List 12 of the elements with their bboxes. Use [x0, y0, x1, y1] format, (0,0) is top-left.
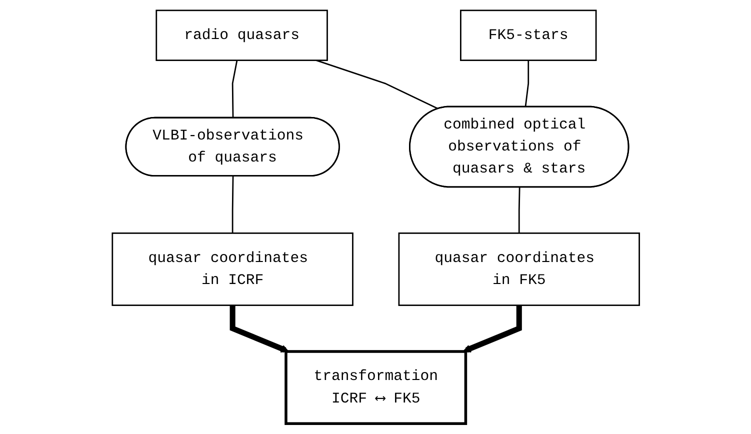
arrow — [229, 305, 289, 353]
node-box: FK5-stars — [460, 10, 596, 61]
connector — [232, 60, 238, 118]
node-box: radio quasars — [155, 10, 328, 61]
node-box: quasar coordinates in FK5 — [398, 232, 640, 306]
node-box: quasar coordinates in ICRF — [111, 232, 354, 306]
connector — [524, 60, 529, 108]
arrow — [462, 305, 522, 353]
node-box: transformation ICRF ⟷ FK5 — [284, 350, 467, 425]
connector — [518, 187, 520, 234]
connector — [316, 60, 438, 110]
connector — [232, 176, 234, 234]
